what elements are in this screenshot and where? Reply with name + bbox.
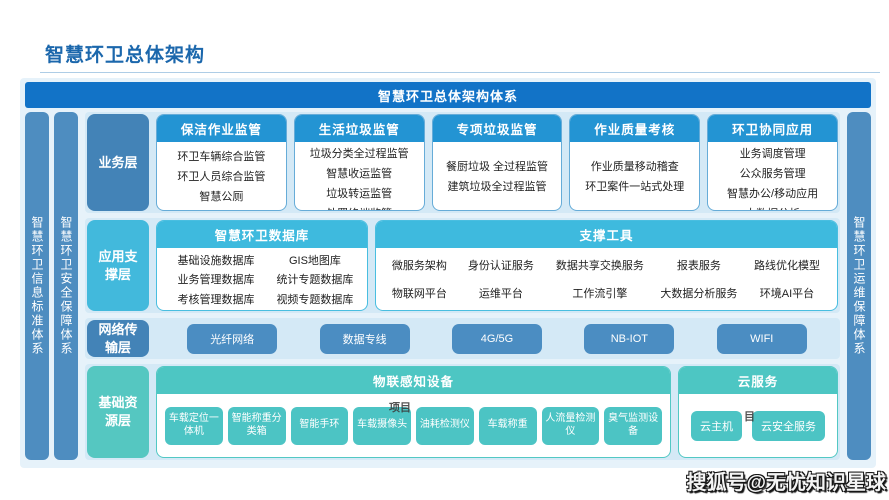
- sidebar-info-standard-label: 智慧环卫信息标准体系: [30, 216, 44, 356]
- card-title: 专项垃圾监管: [432, 115, 562, 142]
- sidebar-operations-assurance-system: 智慧环卫运维保障体系: [847, 112, 871, 460]
- database-item: 统计专题数据库: [276, 274, 354, 286]
- card-items: 餐厨垃圾 全过程监管 建筑垃圾全过程监管: [433, 142, 562, 210]
- card-item: 作业质量移动稽查: [590, 161, 679, 173]
- network-node-data-line: 数据专线: [319, 323, 410, 354]
- card-title: 物联感知设备: [157, 367, 670, 394]
- cloud-host: 云主机: [691, 410, 742, 441]
- card-collaborative-application: 环卫协同应用 业务调度管理 公众服务管理 智慧办公/移动应用 大数据分析: [707, 114, 838, 211]
- iot-device: 人流量检测仪: [541, 406, 600, 445]
- support-layer-row: 应用支撑层 智慧环卫数据库 基础设施数据库 GIS地图库 业务管理数据库 统计专…: [85, 218, 840, 313]
- database-item: 基础设施数据库: [177, 254, 255, 267]
- card-title: 支撑工具: [376, 221, 837, 248]
- card-item: 垃圾转运监管: [326, 188, 393, 200]
- database-item: 视频专题数据库: [276, 293, 354, 306]
- layer-label-network: 网络传输层: [87, 320, 149, 357]
- card-cloud-services: 云服务 云主机 云安全服务: [678, 366, 838, 458]
- card-title: 生活垃圾监管: [294, 115, 424, 142]
- architecture-diagram: 智慧环卫总体架构体系 智慧环卫信息标准体系 智慧环卫安全保障体系 业务层 保洁作…: [20, 78, 876, 468]
- network-buttons: 光纤网络 数据专线 4G/5G NB-IOT WIFI: [156, 320, 838, 357]
- database-item: GIS地图库: [288, 254, 341, 267]
- card-title: 保洁作业监管: [157, 115, 286, 142]
- tool-item: 路线优化模型: [753, 260, 820, 273]
- sohu-watermark: 搜狐号@无忧知识星球: [686, 472, 886, 494]
- card-work-quality-assessment: 作业质量考核 作业质量移动稽查 环卫案件一站式处理: [569, 114, 701, 211]
- cloud-service-buttons: 云主机 云安全服务: [679, 394, 837, 457]
- tool-item: 大数据分析服务: [660, 287, 738, 300]
- card-item: 环卫人员综合监管: [177, 171, 266, 183]
- database-item: 考核管理数据库: [177, 293, 255, 306]
- card-item: 公众服务管理: [739, 168, 806, 180]
- card-item: 智慧办公/移动应用: [727, 188, 819, 200]
- card-item: 智慧收运监管: [326, 168, 393, 180]
- tool-item: 报表服务: [676, 260, 721, 273]
- iot-device: 车载摄像头: [353, 406, 411, 445]
- network-node-wifi: WIFI: [716, 323, 807, 354]
- tools-items: 微服务架构 身份认证服务 数据共享交换服务 报表服务 路线优化模型 物联网平台 …: [376, 248, 837, 310]
- card-household-waste-supervision: 生活垃圾监管 垃圾分类全过程监管 智慧收运监管 垃圾转运监管 处置终端监管: [293, 114, 425, 211]
- infrastructure-layer-row: 基础资源层 物联感知设备 车载定位一体机 智能称重分类箱 智能手环 车载摄像头 …: [85, 364, 840, 460]
- tool-item: 数据共享交换服务: [555, 260, 644, 273]
- card-title: 智慧环卫数据库: [157, 221, 367, 248]
- card-cleaning-supervision: 保洁作业监管 环卫车辆综合监管 环卫人员综合监管 智慧公厕: [156, 114, 287, 211]
- card-items: 垃圾分类全过程监管 智慧收运监管 垃圾转运监管 处置终端监管: [295, 142, 424, 210]
- sidebar-security-assurance-system: 智慧环卫安全保障体系: [54, 112, 78, 460]
- card-title: 环卫协同应用: [708, 115, 837, 142]
- tool-item: 微服务架构: [391, 260, 447, 273]
- card-items: 作业质量移动稽查 环卫案件一站式处理: [570, 142, 699, 210]
- network-node-nbiot: NB-IOT: [584, 323, 675, 354]
- diagram-body: 智慧环卫信息标准体系 智慧环卫安全保障体系 业务层 保洁作业监管 环卫车辆综合监…: [25, 112, 871, 460]
- card-special-waste-supervision: 专项垃圾监管 餐厨垃圾 全过程监管 建筑垃圾全过程监管: [431, 114, 563, 211]
- network-node-4g5g: 4G/5G: [451, 323, 542, 354]
- tool-item: 环境AI平台: [759, 287, 815, 300]
- card-item: 环卫车辆综合监管: [177, 151, 266, 163]
- card-support-tools: 支撑工具 微服务架构 身份认证服务 数据共享交换服务 报表服务 路线优化模型 物…: [375, 220, 838, 311]
- tool-item: 工作流引擎: [572, 287, 628, 300]
- iot-device: 智能手环: [290, 406, 349, 445]
- tool-item: 身份认证服务: [467, 260, 534, 273]
- database-items: 基础设施数据库 GIS地图库 业务管理数据库 统计专题数据库 考核管理数据库 视…: [157, 248, 367, 310]
- layer-label-business: 业务层: [87, 114, 149, 211]
- layers-column: 业务层 保洁作业监管 环卫车辆综合监管 环卫人员综合监管 智慧公厕 生活垃圾监管…: [83, 112, 842, 460]
- iot-device-buttons: 车载定位一体机 智能称重分类箱 智能手环 车载摄像头 油耗检测仪 车载称重 人流…: [157, 394, 670, 457]
- watermark-fragment: 项目: [389, 402, 411, 414]
- diagram-banner: 智慧环卫总体架构体系: [25, 82, 871, 108]
- network-layer-row: 网络传输层 光纤网络 数据专线 4G/5G NB-IOT WIFI: [85, 318, 840, 359]
- sidebar-security-assurance-label: 智慧环卫安全保障体系: [59, 216, 73, 356]
- card-item: 智慧公厕: [199, 191, 244, 203]
- card-items: 环卫车辆综合监管 环卫人员综合监管 智慧公厕: [157, 142, 286, 210]
- network-node-fiber: 光纤网络: [187, 323, 278, 354]
- iot-device: 臭气监测设备: [604, 406, 662, 445]
- layer-label-support: 应用支撑层: [87, 220, 149, 311]
- layer-label-infrastructure: 基础资源层: [87, 366, 149, 458]
- database-item: 业务管理数据库: [177, 274, 255, 286]
- card-items: 业务调度管理 公众服务管理 智慧办公/移动应用 大数据分析: [708, 142, 837, 210]
- card-sanitation-database: 智慧环卫数据库 基础设施数据库 GIS地图库 业务管理数据库 统计专题数据库 考…: [156, 220, 368, 311]
- tool-item: 物联网平台: [391, 287, 447, 300]
- sidebar-operations-assurance-label: 智慧环卫运维保障体系: [852, 216, 866, 356]
- card-title: 作业质量考核: [570, 115, 700, 142]
- iot-device: 车载称重: [478, 406, 537, 445]
- card-title: 云服务: [679, 367, 837, 394]
- card-item: 业务调度管理: [739, 148, 806, 160]
- business-layer-row: 业务层 保洁作业监管 环卫车辆综合监管 环卫人员综合监管 智慧公厕 生活垃圾监管…: [85, 112, 840, 213]
- title-underline: [40, 72, 880, 73]
- card-item: 垃圾分类全过程监管: [309, 148, 409, 160]
- card-item: 餐厨垃圾 全过程监管: [445, 161, 549, 173]
- tool-item: 运维平台: [478, 287, 523, 300]
- card-item: 建筑垃圾全过程监管: [447, 181, 547, 193]
- iot-device: 车载定位一体机: [165, 406, 223, 445]
- card-iot-sensing-devices: 物联感知设备 车载定位一体机 智能称重分类箱 智能手环 车载摄像头 油耗检测仪 …: [156, 366, 671, 458]
- cloud-security-service: 云安全服务: [752, 410, 825, 441]
- card-item: 大数据分析: [710, 205, 835, 210]
- watermark-fragment: 目: [744, 411, 755, 423]
- page-title: 智慧环卫总体架构: [45, 45, 206, 66]
- iot-device: 油耗检测仪: [416, 406, 474, 445]
- card-item: 处置终端监管: [297, 205, 422, 210]
- card-item: 环卫案件一站式处理: [585, 181, 685, 193]
- sidebar-info-standard-system: 智慧环卫信息标准体系: [25, 112, 49, 460]
- iot-device: 智能称重分类箱: [227, 406, 286, 445]
